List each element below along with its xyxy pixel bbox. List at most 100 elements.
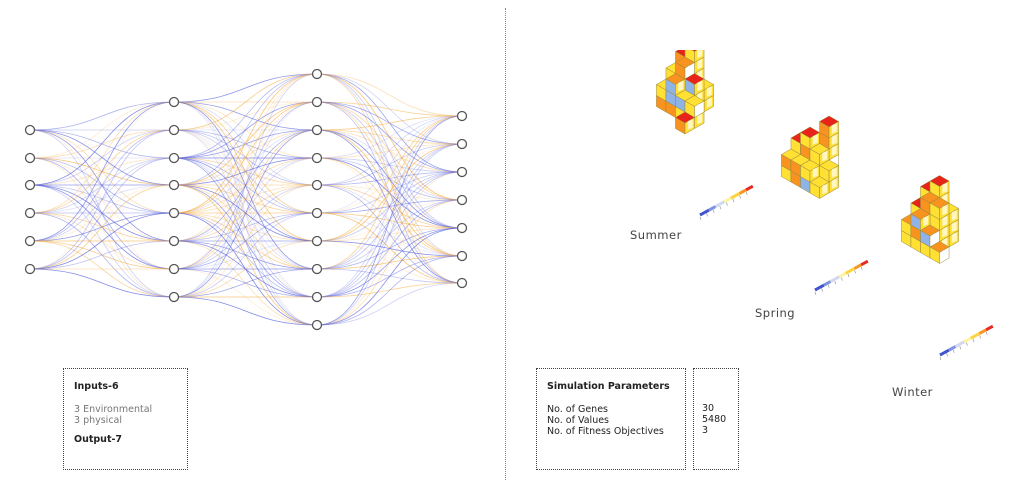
cube-window — [697, 80, 703, 92]
connection-line — [29, 184, 175, 242]
legend-gradient-segment — [703, 210, 708, 214]
network-node — [168, 235, 180, 247]
network-node — [311, 235, 323, 247]
connection-line — [316, 199, 463, 326]
connection-line — [316, 212, 463, 284]
connection-line — [173, 157, 318, 298]
neural-network-diagram — [24, 68, 468, 331]
legend-gradient-segment — [961, 340, 965, 345]
legend-gradient-segment — [956, 342, 961, 347]
legend-gradient-segment — [827, 280, 832, 285]
connection-line — [173, 157, 318, 186]
legend-gradient-segment — [981, 329, 985, 334]
cube-window — [831, 178, 837, 189]
connection-line — [29, 157, 175, 214]
massing-winter — [900, 175, 960, 264]
connection-line — [173, 212, 318, 270]
connection-line — [29, 129, 175, 270]
cube-window — [951, 221, 957, 232]
network-node — [168, 96, 180, 108]
legend-gradient-segment — [719, 201, 723, 206]
network-node — [24, 263, 36, 275]
network-node — [311, 124, 323, 136]
cube-window — [822, 183, 828, 195]
legend-gradient-segment — [834, 276, 838, 281]
connection-line — [173, 101, 318, 270]
cube-window — [687, 119, 693, 130]
connection-line — [173, 296, 318, 326]
legend-gradient-segment — [983, 328, 987, 333]
connection-line — [316, 212, 463, 257]
legend-gradient-segment — [976, 332, 981, 336]
connection-line — [316, 101, 463, 173]
legend-gradient-segment — [705, 208, 710, 213]
output-title: Output-7 — [74, 434, 123, 445]
connection-line — [173, 101, 318, 270]
legend-gradient-segment — [840, 273, 845, 277]
cube-window — [923, 215, 929, 227]
connection-line — [316, 171, 463, 326]
network-node — [456, 110, 468, 122]
legend-gradient-segment — [741, 189, 745, 194]
connection-line — [316, 255, 463, 326]
cube-window — [822, 150, 828, 162]
connection-line — [173, 101, 318, 131]
cube-window — [932, 232, 938, 243]
legend-gradient-segment — [972, 334, 976, 339]
legend-gradient-segment — [959, 341, 963, 346]
connection-line — [316, 184, 463, 284]
legend-tick — [834, 281, 837, 285]
legend-gradient-segment — [948, 347, 952, 352]
legend-tick — [827, 284, 830, 288]
network-node — [456, 166, 468, 178]
legend-gradient-segment — [950, 346, 954, 351]
cube-window — [687, 64, 693, 75]
connection-line — [173, 157, 318, 298]
connection-line — [316, 115, 463, 159]
legend-summer — [699, 184, 754, 221]
legend-gradient-segment — [987, 326, 992, 330]
connection-line — [316, 240, 463, 257]
network-node — [456, 222, 468, 234]
connection-line — [316, 282, 463, 326]
connection-line — [29, 129, 175, 270]
network-node — [168, 207, 180, 219]
connection-line — [29, 212, 175, 270]
cube-window — [942, 215, 948, 227]
legend-gradient-segment — [939, 352, 943, 357]
connection-line — [173, 101, 318, 298]
connection-line — [316, 199, 463, 270]
legend-gradient-segment — [864, 259, 869, 264]
legend-gradient-segment — [941, 351, 946, 356]
connection-line — [173, 184, 318, 270]
massing-summer — [655, 50, 715, 135]
legend-tick — [959, 346, 962, 350]
network-nodes — [24, 68, 468, 331]
connection-line — [29, 101, 175, 159]
connection-line — [316, 171, 463, 298]
legend-gradient-segment — [851, 267, 856, 271]
legend-tick — [952, 349, 955, 353]
connection-line — [316, 282, 463, 298]
legend-gradient-segment — [710, 206, 714, 211]
legend-gradient-segment — [838, 274, 843, 279]
legend-gradient-segment — [712, 205, 717, 210]
legend-gradient-segment — [725, 198, 730, 202]
connection-line — [29, 129, 175, 242]
network-node — [311, 152, 323, 164]
connection-line — [173, 268, 318, 298]
network-node — [311, 96, 323, 108]
connection-line — [173, 129, 318, 270]
legend-gradient-segment — [842, 271, 847, 276]
cube-window — [942, 226, 948, 238]
season-label-spring: Spring — [755, 306, 796, 320]
legend-gradient-segment — [716, 202, 721, 207]
cube-window — [951, 210, 957, 221]
legend-gradient-segment — [747, 186, 752, 190]
connection-line — [173, 129, 318, 298]
connection-line — [29, 101, 175, 186]
network-node — [456, 138, 468, 150]
legend-gradient-segment — [749, 184, 754, 189]
connection-line — [173, 184, 318, 214]
legend-tick — [985, 331, 988, 335]
